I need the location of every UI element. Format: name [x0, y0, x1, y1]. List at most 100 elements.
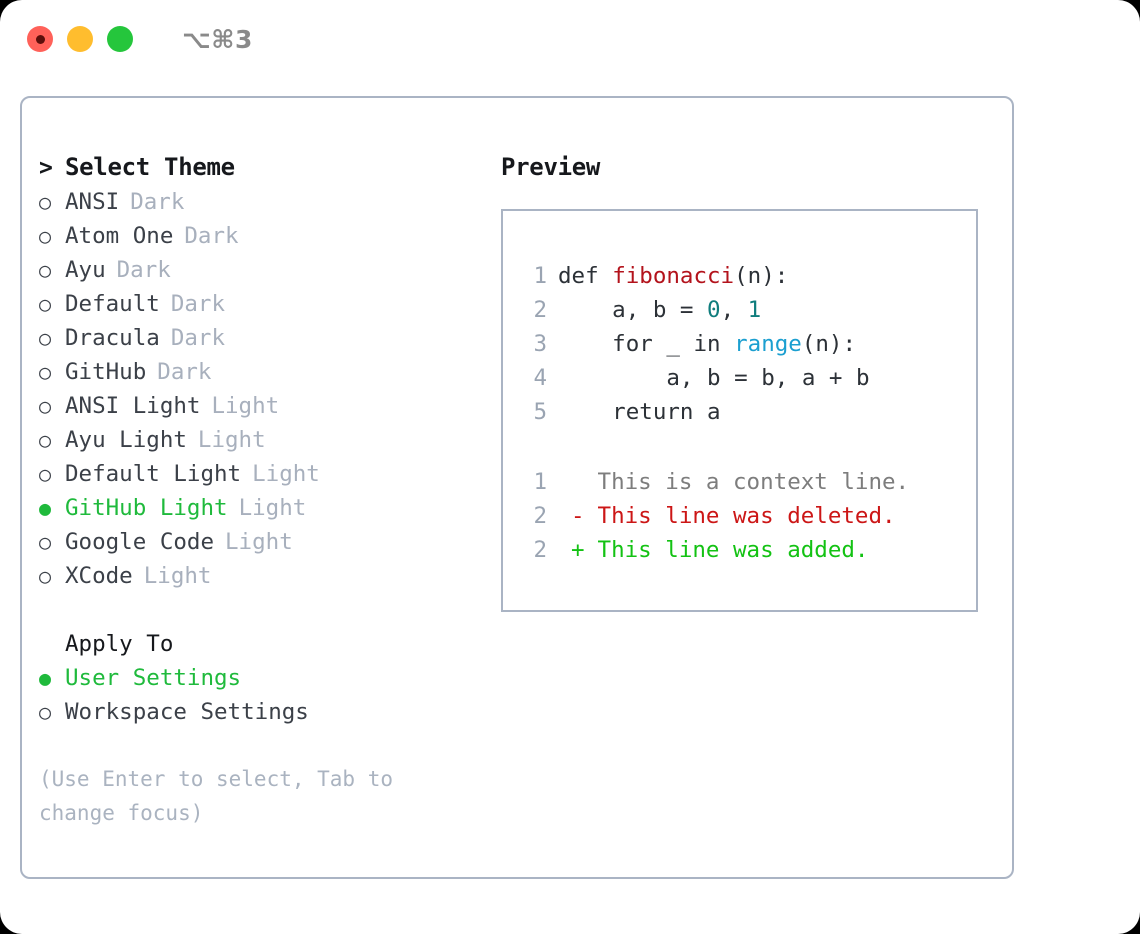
code-line-number: 5	[533, 399, 547, 425]
theme-name: ANSI Light	[65, 393, 201, 419]
code-token-plain: return a	[558, 399, 721, 425]
diff-line-text: This is a context line.	[597, 469, 910, 495]
radio-unselected-icon[interactable]: ○	[39, 564, 52, 588]
code-line-number: 4	[533, 365, 547, 391]
theme-variant-badge: Dark	[116, 257, 171, 283]
apply-to-label: User Settings	[65, 665, 242, 691]
radio-unselected-icon[interactable]: ○	[39, 326, 52, 350]
code-line-content: return a	[558, 395, 721, 429]
radio-selected-icon[interactable]: ●	[39, 666, 52, 690]
radio-unselected-icon[interactable]: ○	[39, 700, 52, 724]
apply-to-item[interactable]: ● User Settings	[39, 661, 479, 695]
code-token-plain: (n):	[801, 331, 857, 357]
code-line: 1 def fibonacci(n):	[521, 259, 976, 293]
theme-name: GitHub	[65, 359, 147, 385]
diff-line-number: 1	[533, 469, 547, 495]
radio-unselected-icon[interactable]: ○	[39, 360, 52, 384]
theme-variant-badge: Dark	[170, 325, 226, 351]
title-bar: ⌥⌘3	[0, 0, 1140, 78]
code-line: 3 for _ in range(n):	[521, 327, 976, 361]
code-line-number: 1	[533, 263, 547, 289]
theme-variant-badge: Dark	[130, 189, 185, 215]
diff-sign-spacer	[584, 499, 598, 533]
theme-variant-badge: Light	[252, 461, 320, 487]
code-token-plain: a, b =	[558, 297, 708, 323]
diff-sign-added: +	[571, 537, 585, 563]
radio-unselected-icon[interactable]: ○	[39, 394, 52, 418]
theme-name: ANSI	[65, 189, 120, 215]
radio-unselected-icon[interactable]: ○	[39, 292, 52, 316]
code-line-content: def fibonacci(n):	[558, 259, 788, 293]
radio-selected-icon[interactable]: ●	[39, 496, 52, 520]
keyboard-shortcut-label: ⌥⌘3	[182, 24, 253, 54]
theme-name: Dracula	[65, 325, 160, 351]
apply-to-list: ● User Settings ○ Workspace Settings	[39, 661, 479, 729]
theme-name: XCode	[65, 563, 133, 589]
code-token-plain: ,	[720, 297, 748, 323]
theme-name: Atom One	[65, 223, 174, 249]
apply-to-label: Workspace Settings	[65, 699, 309, 725]
theme-name: Default	[65, 291, 160, 317]
code-line-number: 3	[533, 331, 547, 357]
code-token-num: 0	[707, 297, 721, 323]
code-line-content: a, b = 0, 1	[558, 293, 761, 327]
code-token-plain: (n):	[734, 263, 789, 289]
theme-name: Ayu Light	[65, 427, 187, 453]
code-line: 4 a, b = b, a + b	[521, 361, 976, 395]
diff-sign-spacer	[584, 465, 598, 499]
code-line: 2 a, b = 0, 1	[521, 293, 976, 327]
code-token-call: range	[734, 331, 802, 357]
diff-line: 1 This is a context line.	[521, 465, 976, 499]
radio-unselected-icon[interactable]: ○	[39, 190, 52, 214]
diff-gutter-spacer	[558, 533, 571, 567]
radio-unselected-icon[interactable]: ○	[39, 258, 52, 282]
code-token-num: 1	[747, 297, 762, 323]
select-theme-header: > Select Theme	[39, 150, 479, 185]
theme-list-item[interactable]: ● GitHub Light Light	[39, 491, 479, 525]
close-window-button[interactable]	[27, 26, 53, 52]
keyboard-hint-text: (Use Enter to select, Tab to change focu…	[39, 767, 406, 825]
code-token-plain: def	[558, 263, 613, 289]
minimize-window-button[interactable]	[67, 26, 93, 52]
apply-to-header: Apply To	[39, 627, 479, 661]
apply-to-section: Apply To ● User Settings ○ Workspace Settin…	[39, 627, 479, 729]
diff-sign-deleted: -	[571, 503, 585, 529]
theme-name: GitHub Light	[65, 495, 228, 521]
theme-list-item[interactable]: ○ ANSI Dark	[39, 185, 479, 219]
radio-unselected-icon[interactable]: ○	[39, 428, 52, 452]
radio-unselected-icon[interactable]: ○	[39, 224, 52, 248]
theme-list-item[interactable]: ○ Atom One Dark	[39, 219, 479, 253]
theme-list-item[interactable]: ○ XCode Light	[39, 559, 479, 593]
theme-variant-badge: Light	[143, 563, 212, 589]
theme-variant-badge: Light	[225, 529, 293, 555]
code-line-content: for _ in range(n):	[558, 327, 856, 361]
prompt-caret-icon: >	[39, 155, 53, 181]
radio-unselected-icon[interactable]: ○	[39, 530, 52, 554]
radio-unselected-icon[interactable]: ○	[39, 462, 52, 486]
apply-to-item[interactable]: ○ Workspace Settings	[39, 695, 479, 729]
theme-variant-badge: Dark	[184, 223, 239, 249]
theme-variant-badge: Light	[238, 495, 307, 521]
diff-gutter-spacer	[558, 465, 571, 499]
diff-line-number: 2	[533, 537, 547, 563]
zoom-window-button[interactable]	[107, 26, 133, 52]
code-line-content: a, b = b, a + b	[558, 361, 869, 395]
theme-name: Google Code	[65, 529, 215, 555]
theme-list-item[interactable]: ○ Google Code Light	[39, 525, 479, 559]
diff-line: 2 + This line was added.	[521, 533, 976, 567]
code-line: 5 return a	[521, 395, 976, 429]
apply-header-spacer-icon	[39, 627, 65, 661]
theme-list-item[interactable]: ○ Dracula Dark	[39, 321, 479, 355]
